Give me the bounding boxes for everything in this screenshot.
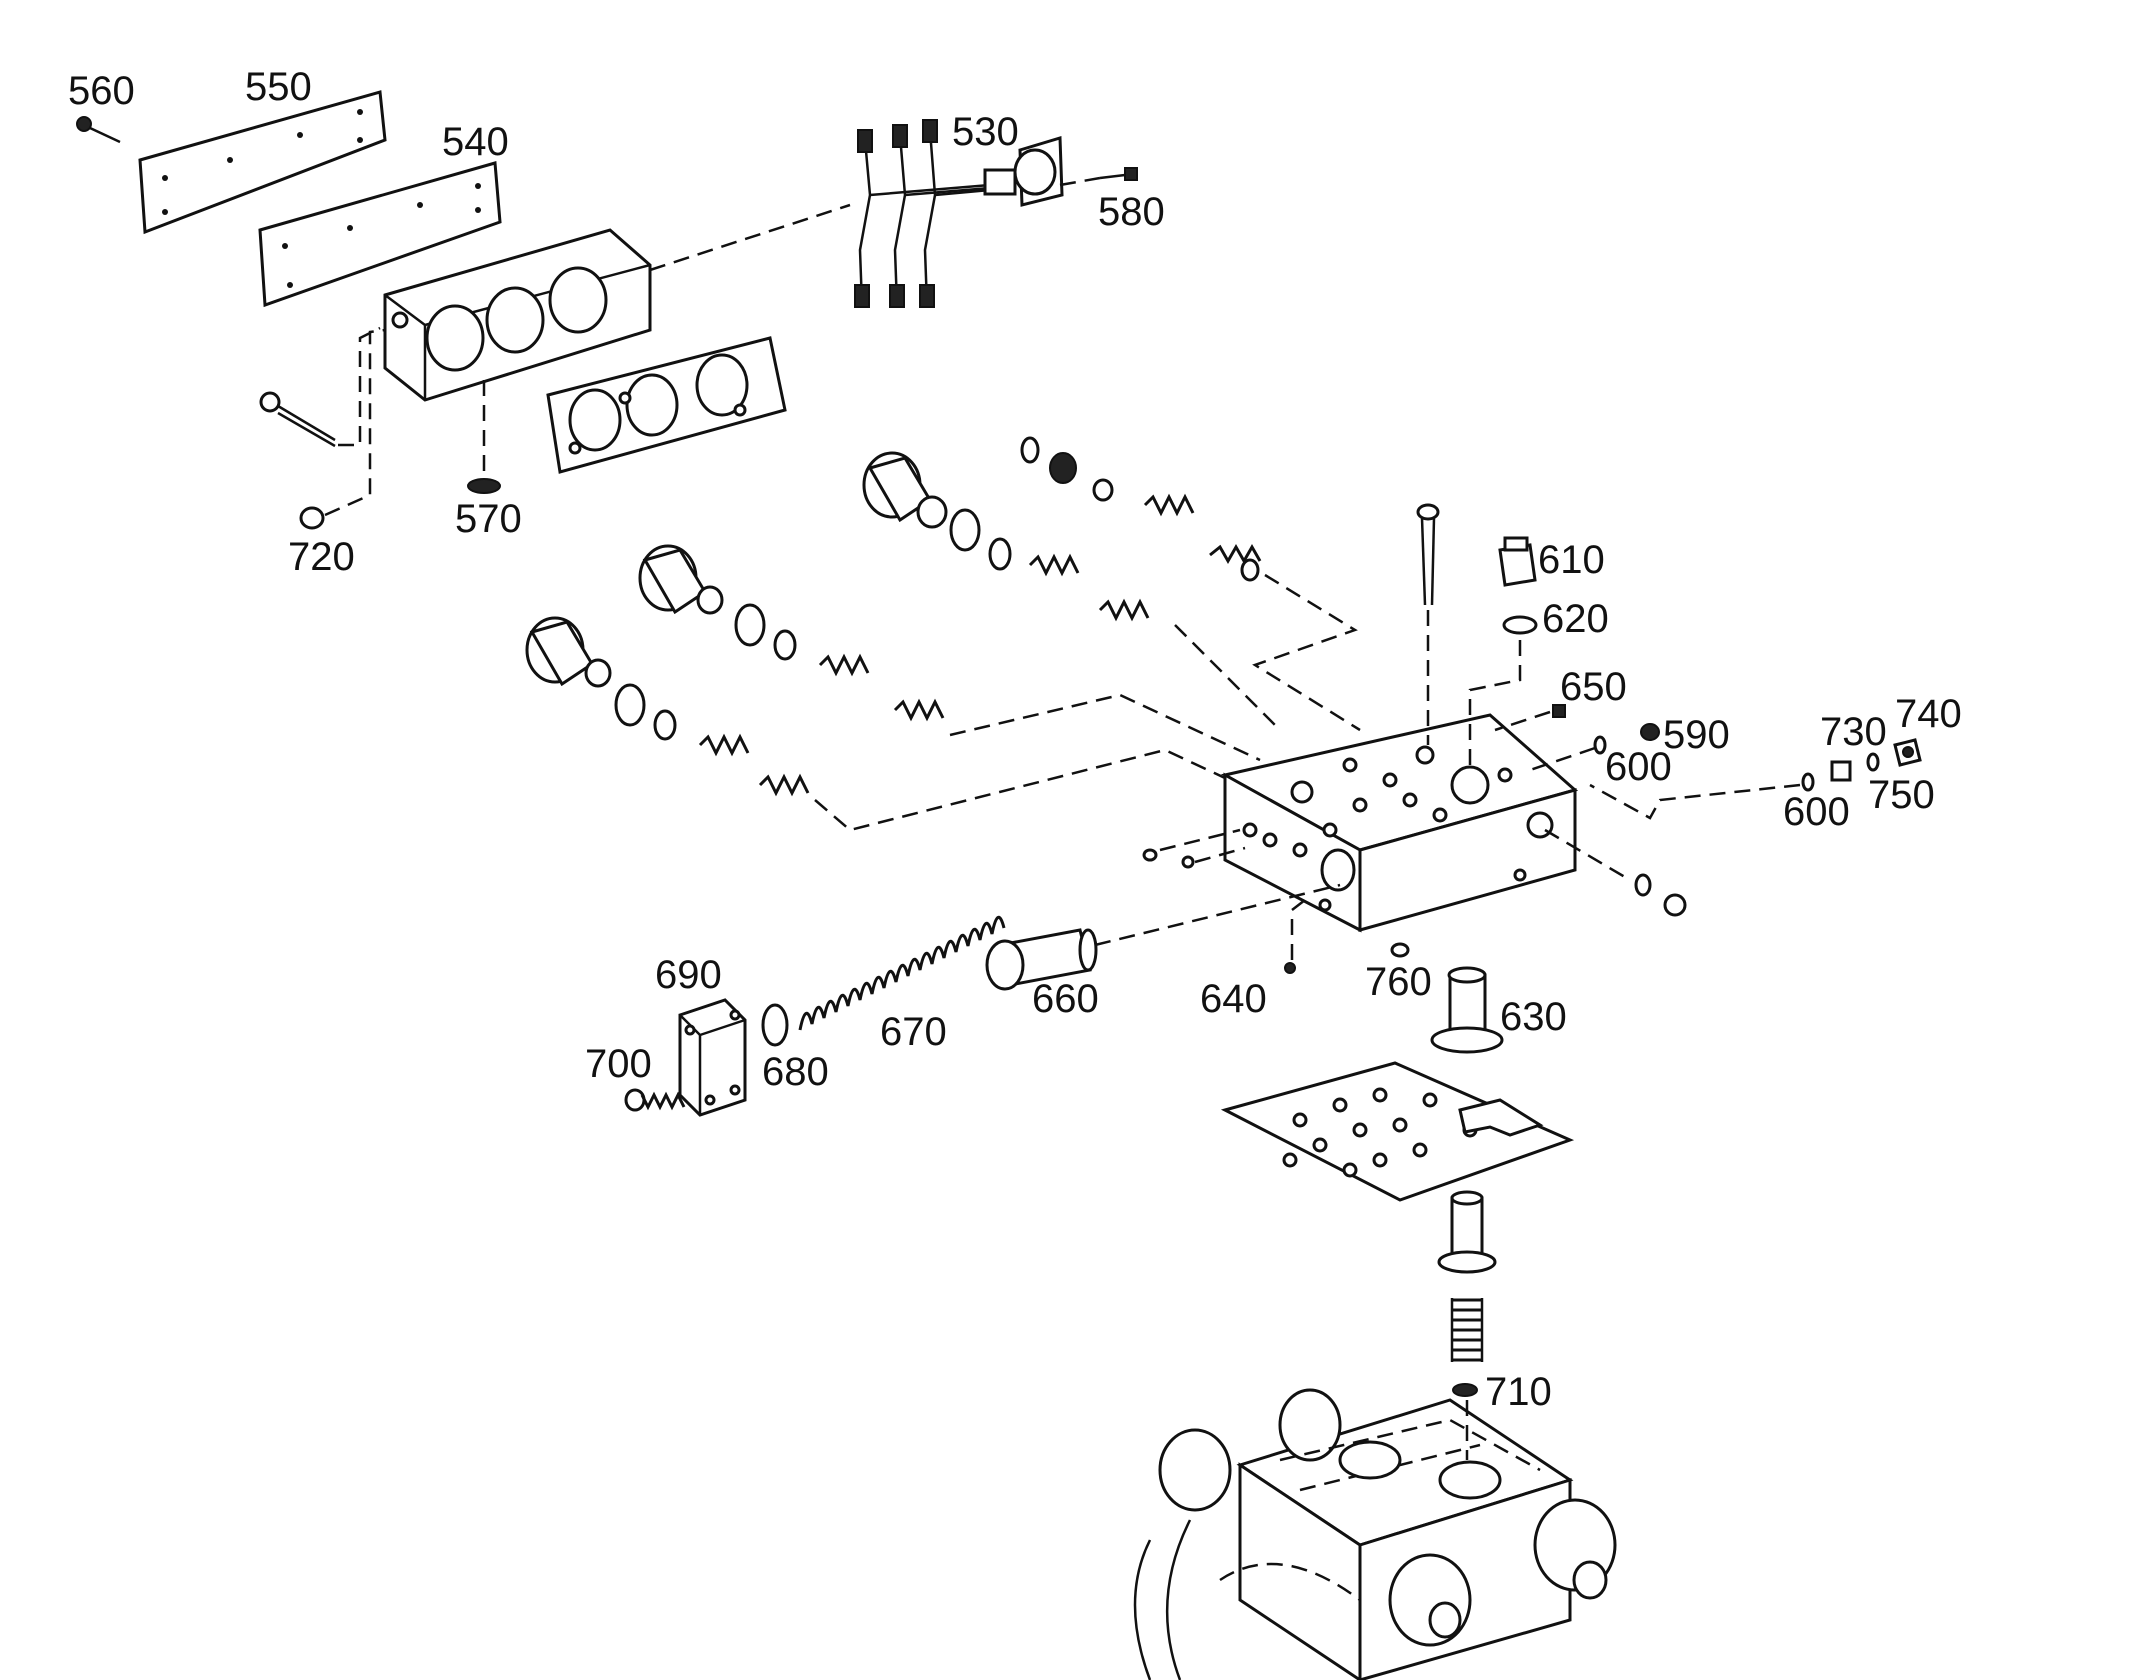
part-labels: 560 550 540 530 580 570 720 610 620 650 … — [68, 65, 1962, 1414]
label-720: 720 — [288, 535, 355, 579]
leader-580 — [1059, 176, 1101, 187]
leader-620 — [1468, 640, 1522, 770]
valve-row-2 — [638, 544, 1150, 722]
bolt-long — [259, 391, 336, 448]
leader-side — [1544, 828, 1631, 882]
label-700: 700 — [585, 1042, 652, 1086]
cover-plate-550 — [138, 90, 387, 235]
label-550: 550 — [245, 65, 312, 109]
spring-710 — [1450, 1298, 1484, 1397]
label-640: 640 — [1200, 977, 1267, 1021]
leader-valve-2 — [1174, 624, 1281, 731]
washer-570 — [467, 478, 501, 494]
transmission-housing — [1133, 1388, 1617, 1680]
leader-640 — [1290, 899, 1306, 960]
plug-730 — [1830, 760, 1852, 782]
label-560: 560 — [68, 69, 135, 113]
oring-750 — [1866, 752, 1880, 772]
cap-690 — [678, 998, 747, 1117]
leader-600b — [1589, 783, 1801, 820]
label-670: 670 — [880, 1010, 947, 1054]
label-680: 680 — [762, 1050, 829, 1094]
label-650: 650 — [1560, 665, 1627, 709]
fitting-610 — [1498, 536, 1537, 587]
valve-row-1 — [862, 436, 1262, 582]
washer-620 — [1502, 615, 1538, 635]
leader-valve-3 — [949, 693, 1261, 762]
label-730: 730 — [1820, 710, 1887, 754]
main-valve-block — [1220, 713, 1579, 933]
leader-600a — [1529, 746, 1596, 772]
nut-720 — [299, 506, 325, 530]
plug-640 — [1284, 962, 1296, 974]
plug-740 — [1893, 738, 1922, 767]
small-screw-left — [1142, 828, 1246, 869]
solenoid-housing — [383, 228, 652, 402]
leader-530 — [649, 203, 851, 272]
sleeve-660 — [985, 928, 1098, 991]
plug-760 — [1390, 942, 1410, 958]
gasket-lower — [546, 336, 787, 474]
screw-580 — [1099, 167, 1138, 181]
label-620: 620 — [1542, 597, 1609, 641]
piston-630 — [1430, 966, 1504, 1054]
oring-680 — [761, 1003, 789, 1047]
oring-600a — [1593, 735, 1607, 755]
label-600b: 600 — [1783, 790, 1850, 834]
leader-valve-1 — [1252, 573, 1361, 732]
screw-560 — [76, 116, 121, 144]
label-600a: 600 — [1605, 745, 1672, 789]
leader-valve-4 — [814, 748, 1241, 832]
label-580: 580 — [1098, 190, 1165, 234]
plug-650 — [1552, 704, 1566, 718]
oring-600b — [1801, 772, 1815, 792]
label-750: 750 — [1868, 773, 1935, 817]
oring-side — [1634, 873, 1687, 917]
leader-650 — [1494, 710, 1551, 732]
label-590: 590 — [1663, 713, 1730, 757]
wiring-harness-530 — [854, 119, 1064, 308]
gasket-540 — [258, 161, 502, 308]
label-610: 610 — [1538, 538, 1605, 582]
label-570: 570 — [455, 497, 522, 541]
label-760: 760 — [1365, 960, 1432, 1004]
leader-720 — [324, 328, 386, 517]
spring-670 — [798, 916, 1006, 1031]
plug-590 — [1640, 723, 1660, 741]
pin-lower — [1437, 1190, 1497, 1274]
label-530: 530 — [952, 110, 1019, 154]
screw-700 — [624, 1088, 686, 1112]
leader-660 — [1094, 883, 1341, 947]
long-bolt-top — [1416, 503, 1440, 745]
label-690: 690 — [655, 953, 722, 997]
label-630: 630 — [1500, 995, 1567, 1039]
label-540: 540 — [442, 120, 509, 164]
label-710: 710 — [1485, 1370, 1552, 1414]
label-660: 660 — [1032, 977, 1099, 1021]
intermediate-plate — [1220, 1061, 1575, 1202]
leader-bolt — [338, 326, 381, 447]
valve-row-3 — [525, 616, 810, 797]
label-740: 740 — [1895, 692, 1962, 736]
